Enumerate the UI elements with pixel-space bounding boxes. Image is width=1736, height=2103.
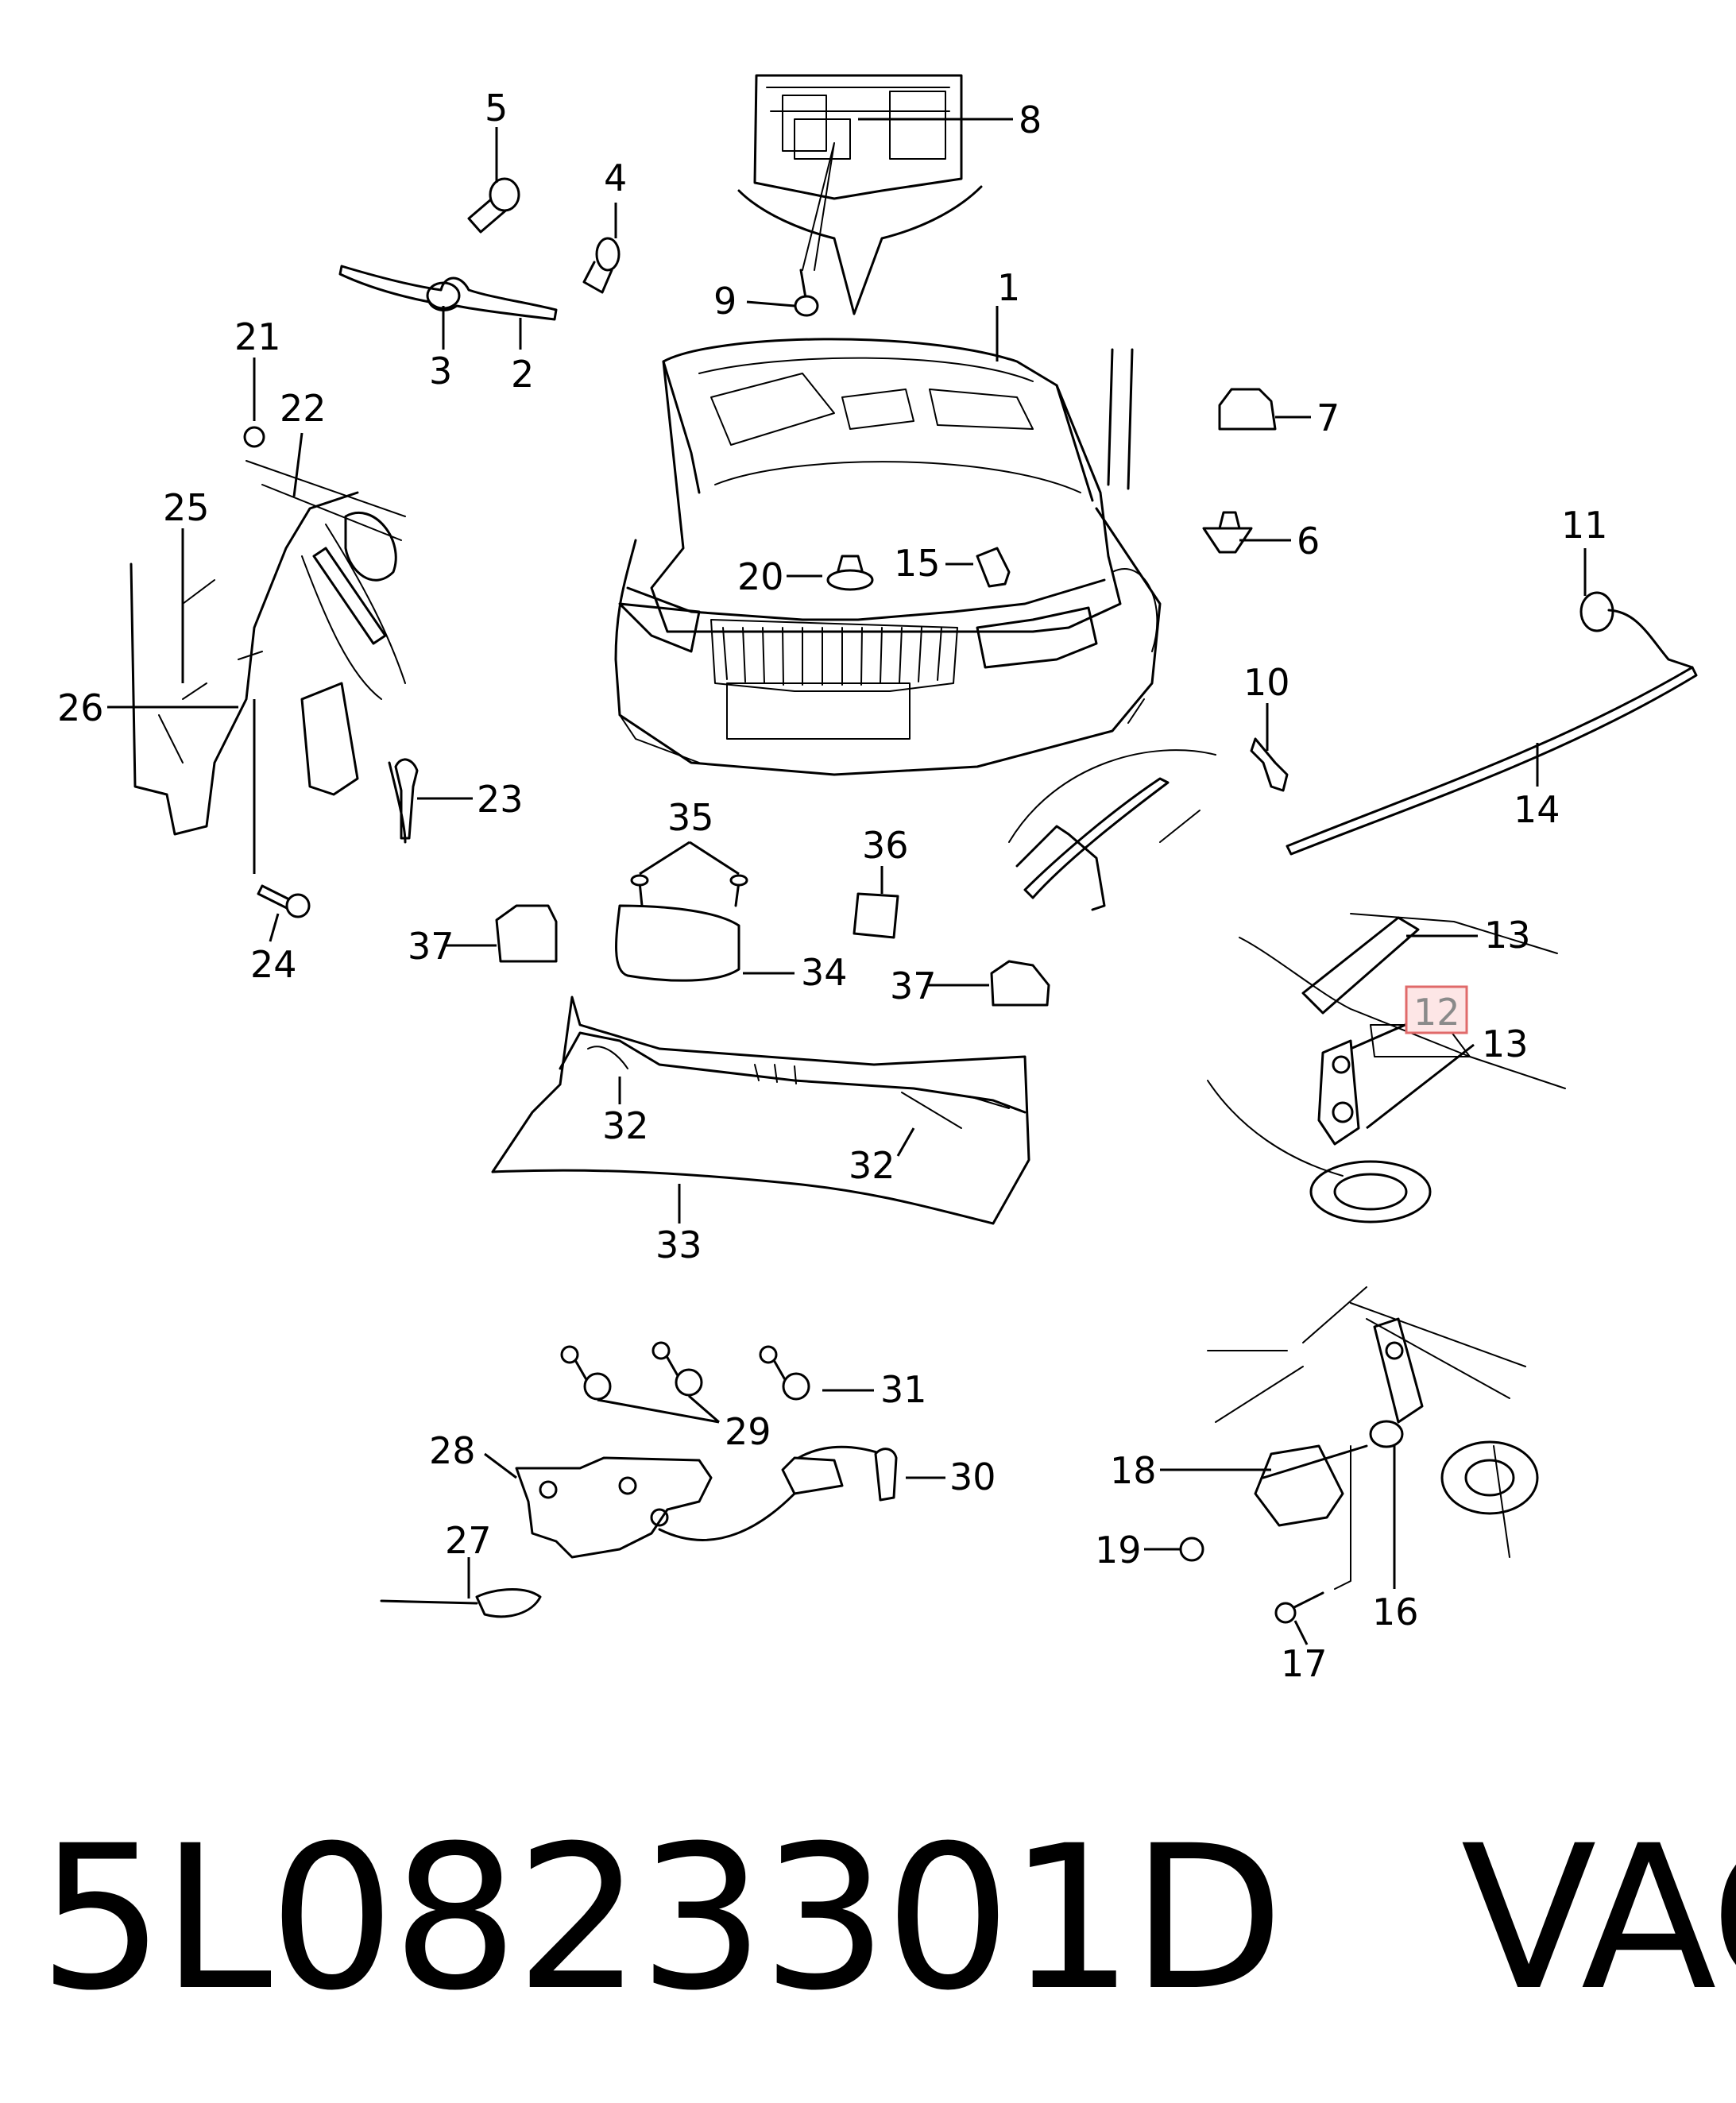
callout-9: 9 <box>713 280 737 323</box>
callout-12-highlighted: 12 <box>1405 985 1468 1034</box>
callout-13-lower: 13 <box>1482 1023 1529 1065</box>
bracket-37-right-drawing <box>990 960 1050 1007</box>
callout-36: 36 <box>862 824 909 867</box>
callout-3: 3 <box>429 350 452 392</box>
callout-2: 2 <box>511 353 534 396</box>
callout-32-left: 32 <box>602 1104 649 1147</box>
part-6-drawing <box>1202 511 1253 554</box>
part-7-drawing <box>1218 388 1277 431</box>
pad-34-drawing <box>615 904 740 982</box>
part-20-drawing <box>826 555 874 591</box>
callout-11: 11 <box>1561 504 1608 547</box>
callout-14: 14 <box>1514 788 1560 831</box>
part-number: 5L0823301D <box>38 1803 1284 2034</box>
callout-25: 25 <box>163 486 210 529</box>
callout-22: 22 <box>280 387 327 430</box>
fender-area-drawing <box>130 460 407 844</box>
screw-24-drawing <box>257 884 311 918</box>
callout-31: 31 <box>880 1368 927 1411</box>
callout-21: 21 <box>234 315 281 358</box>
callout-34: 34 <box>801 951 848 994</box>
callout-33: 33 <box>655 1224 702 1266</box>
callout-13-upper: 13 <box>1484 914 1531 957</box>
nut-21-drawing <box>243 426 265 448</box>
hood-seal-drawing <box>1286 591 1698 856</box>
screw-9-drawing <box>794 269 819 317</box>
callout-29: 29 <box>725 1410 771 1453</box>
brand-name: VAG <box>1460 1803 1736 2034</box>
callout-26: 26 <box>57 686 104 729</box>
lock-carrier-inset-drawing <box>1179 1286 1539 1624</box>
part-number-footer: 5L0823301D VAG <box>38 1819 1736 2018</box>
exploded-parts-diagram: 1 2 3 4 5 6 7 8 9 10 11 12 13 13 14 15 1… <box>57 74 1698 1685</box>
callout-1: 1 <box>997 266 1020 309</box>
callout-17: 17 <box>1281 1642 1328 1685</box>
hood-hinge-inset-drawing <box>1207 913 1566 1224</box>
bolts-29-31-drawing <box>560 1341 810 1401</box>
latch-bracket-drawing <box>1008 737 1289 911</box>
callout-23: 23 <box>477 778 524 821</box>
callout-7: 7 <box>1316 396 1340 439</box>
callout-labels: 1 2 3 4 5 6 7 8 9 10 11 12 13 13 14 15 1… <box>57 87 1608 1685</box>
callout-30: 30 <box>949 1455 996 1498</box>
callout-8: 8 <box>1019 99 1042 141</box>
callout-37-right: 37 <box>890 965 937 1007</box>
clip-4-drawing <box>582 237 621 294</box>
callout-32-right: 32 <box>849 1144 895 1187</box>
callout-10: 10 <box>1243 661 1290 704</box>
bracket-37-left-drawing <box>495 904 558 963</box>
latch-28-drawing <box>380 1445 898 1618</box>
callout-5: 5 <box>485 87 508 130</box>
footer-spacer <box>1281 1803 1460 2034</box>
leader-lines <box>107 118 1587 1645</box>
callout-27: 27 <box>445 1519 492 1562</box>
callout-24: 24 <box>250 943 297 986</box>
clip-23-drawing <box>394 758 419 840</box>
screws-35-drawing <box>630 874 748 907</box>
callout-20: 20 <box>737 555 784 598</box>
callout-35: 35 <box>667 796 714 839</box>
callout-37-left: 37 <box>408 925 454 968</box>
part-15-drawing <box>976 547 1011 588</box>
callout-12: 12 <box>1413 991 1460 1034</box>
callout-6: 6 <box>1297 520 1320 562</box>
car-front-drawing <box>614 74 1162 776</box>
seal-2-drawing <box>338 265 558 321</box>
bolt-5-drawing <box>467 177 520 234</box>
label-36-drawing <box>853 892 899 939</box>
callout-16: 16 <box>1372 1591 1419 1633</box>
callout-28: 28 <box>429 1429 476 1472</box>
callout-19: 19 <box>1095 1529 1142 1571</box>
plenum-cover-drawing <box>491 995 1030 1225</box>
callout-15: 15 <box>894 542 941 585</box>
callout-4: 4 <box>604 157 627 199</box>
highlight-box <box>1405 985 1468 1034</box>
callout-18: 18 <box>1110 1449 1157 1492</box>
